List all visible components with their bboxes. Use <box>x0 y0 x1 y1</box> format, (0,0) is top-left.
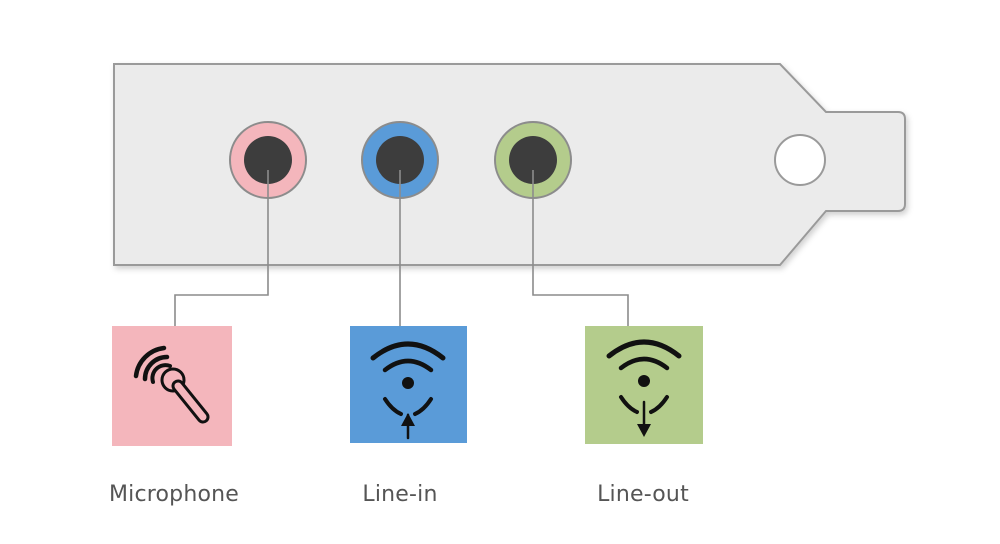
microphone-icon-box <box>112 326 232 446</box>
mounting-hole <box>774 134 826 186</box>
microphone-label: Microphone <box>108 482 240 507</box>
line-in-icon-box <box>350 326 467 443</box>
connector-line-line-out <box>532 170 629 326</box>
jack-line-out <box>494 121 572 199</box>
line-out-icon <box>606 339 682 437</box>
microphone-icon <box>133 345 210 424</box>
jack-core <box>376 136 424 184</box>
line-out-icon-box <box>585 326 703 444</box>
jack-core <box>244 136 292 184</box>
line-in-icon <box>370 341 446 440</box>
connector-line-microphone <box>174 170 269 326</box>
line-in-label: Line-in <box>362 482 438 507</box>
line-out-label: Line-out <box>597 482 689 507</box>
jack-core <box>509 136 557 184</box>
